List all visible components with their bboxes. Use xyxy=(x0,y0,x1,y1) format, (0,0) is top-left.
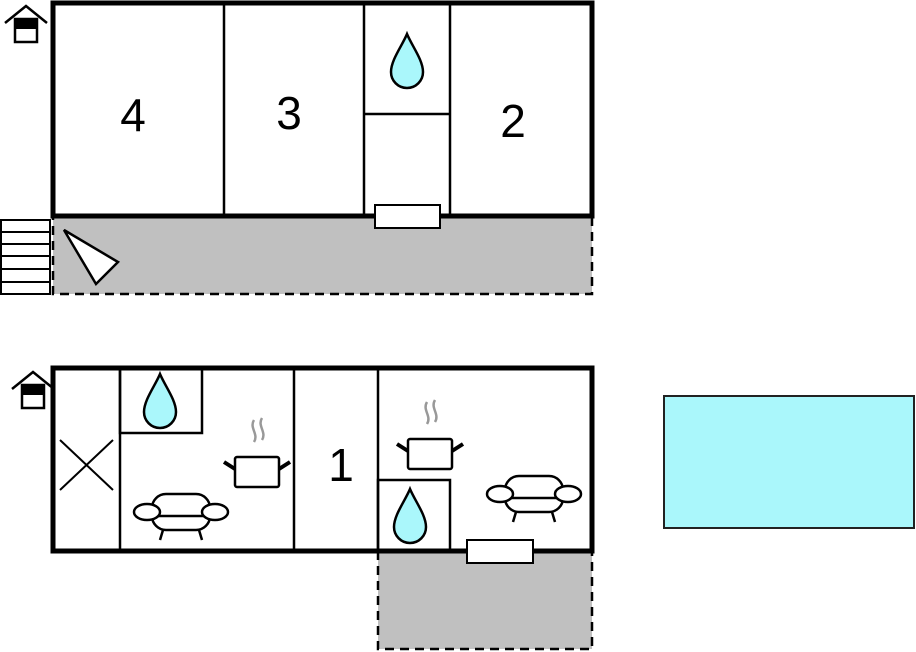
room-label: 3 xyxy=(276,87,302,139)
bathroom xyxy=(376,478,452,553)
house-icon xyxy=(10,370,56,410)
upper-outer-wall xyxy=(50,0,595,219)
upper-floor: 4 3 2 xyxy=(0,0,595,296)
stairs-icon xyxy=(0,219,51,295)
void-cross-icon xyxy=(59,439,114,491)
terrace-area xyxy=(376,549,594,651)
house-icon xyxy=(3,4,49,44)
room-label: 2 xyxy=(500,95,526,147)
bathroom xyxy=(118,366,204,435)
door xyxy=(374,204,441,229)
room-label: 1 xyxy=(328,439,354,491)
lower-outer-wall xyxy=(50,365,595,554)
room-label: 4 xyxy=(120,89,146,141)
inner-walls xyxy=(222,3,452,216)
door xyxy=(466,539,534,564)
entrance-triangle-icon xyxy=(62,228,121,287)
terrace-area xyxy=(51,214,594,296)
pool xyxy=(663,395,915,529)
lower-floor: 1 xyxy=(10,365,595,651)
